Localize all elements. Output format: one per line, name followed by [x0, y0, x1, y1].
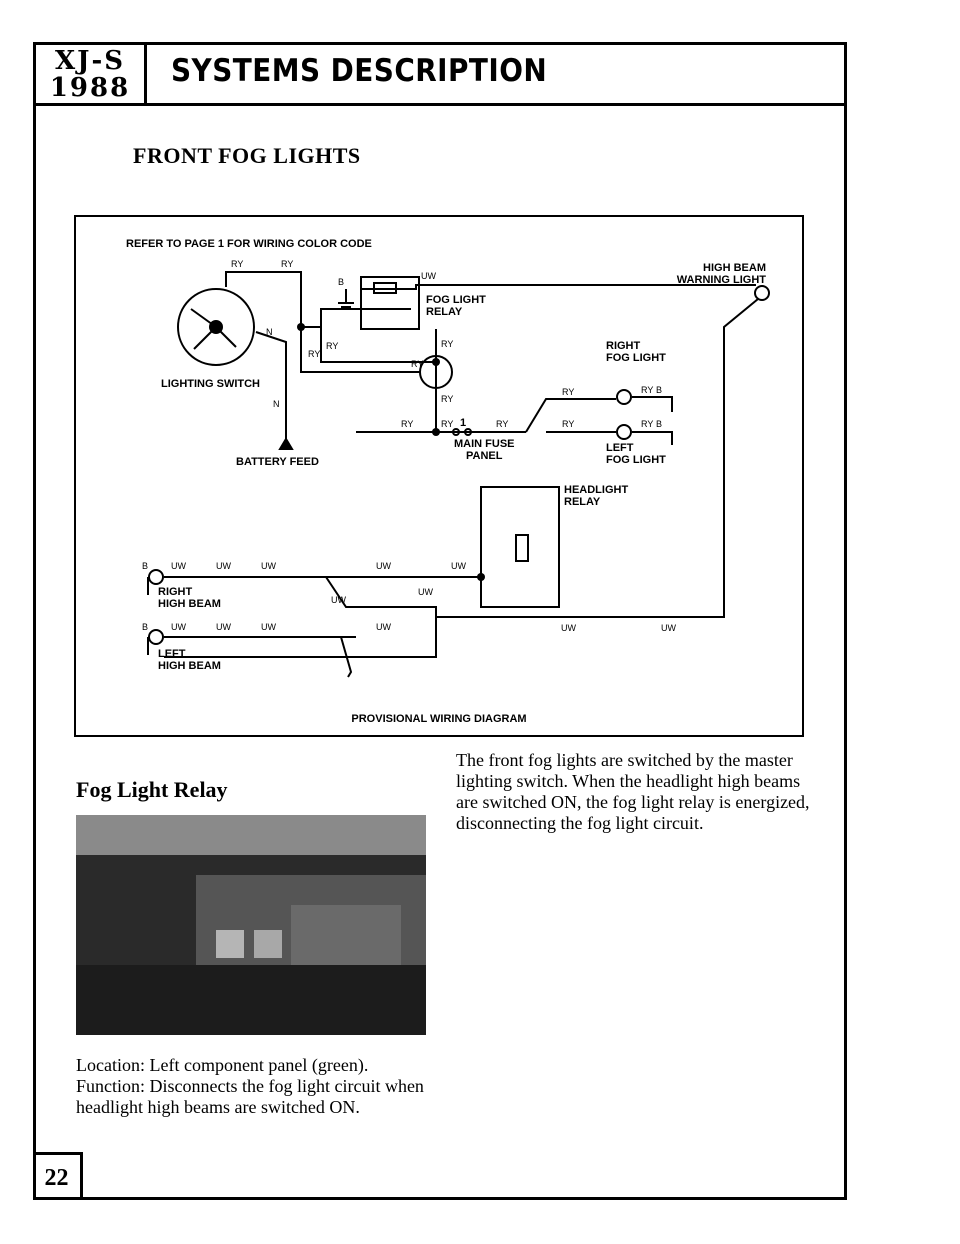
wire-code-uw-11: UW [171, 622, 186, 632]
high-beam-warning-label-1: HIGH BEAM [703, 262, 766, 274]
battery-feed-label: BATTERY FEED [236, 456, 319, 468]
fuse-number: 1 [460, 417, 466, 429]
section-title: FRONT FOG LIGHTS [133, 143, 361, 168]
wire-code-uw-3: UW [216, 561, 231, 571]
subheading: Fog Light Relay [76, 777, 228, 802]
model-badge: XJ-S 1988 [36, 45, 147, 103]
wire-code-uw-8: UW [418, 587, 433, 597]
wiring-diagram-svg: REFER TO PAGE 1 FOR WIRING COLOR CODE HI… [126, 238, 770, 725]
wiring-diagram: REFER TO PAGE 1 FOR WIRING COLOR CODE HI… [74, 215, 804, 737]
wire-code-uw-4: UW [261, 561, 276, 571]
right-fog-bulb-icon [616, 389, 632, 405]
right-high-beam-bulb-icon [148, 569, 164, 585]
wire-code-ry-6: RY [411, 359, 423, 369]
wire-code-uw-9: UW [561, 623, 576, 633]
wire-code-uw-1: UW [421, 271, 436, 281]
main-fuse-label-2: PANEL [466, 450, 503, 462]
wire-code-ry-4: RY [308, 349, 320, 359]
wire-code-b-1: B [338, 277, 344, 287]
page-header: XJ-S 1988 SYSTEMS DESCRIPTION [36, 45, 844, 106]
wire-code-uw-6: UW [451, 561, 466, 571]
wire-code-uw-10: UW [661, 623, 676, 633]
model-year: 1988 [49, 73, 131, 103]
wire-code-ry-8: RY [401, 419, 413, 429]
left-fog-label-2: FOG LIGHT [606, 454, 666, 466]
lighting-switch-icon [177, 288, 255, 366]
page-title: SYSTEMS DESCRIPTION [171, 53, 548, 89]
main-fuse-label-1: MAIN FUSE [454, 438, 515, 450]
wire-code-uw-13: UW [261, 622, 276, 632]
wire-code-ry-10: RY [496, 419, 508, 429]
wire-code-b-2: B [656, 385, 662, 395]
wire-code-ry-1: RY [231, 259, 243, 269]
wire-code-ry-9: RY [441, 419, 453, 429]
left-fog-label-1: LEFT [606, 442, 634, 454]
page-frame: XJ-S 1988 SYSTEMS DESCRIPTION FRONT FOG … [33, 42, 847, 1200]
headlight-relay-label-1: HEADLIGHT [564, 484, 628, 496]
wire-code-uw-2: UW [171, 561, 186, 571]
warning-light-icon [754, 285, 770, 301]
body-paragraph: The front fog lights are switched by the… [456, 750, 810, 833]
wire-code-ry-7: RY [441, 394, 453, 404]
right-high-beam-label-2: HIGH BEAM [158, 598, 221, 610]
high-beam-warning-label-2: WARNING LIGHT [677, 274, 766, 286]
left-high-beam-label-2: HIGH BEAM [158, 660, 221, 672]
page-number: 22 [33, 1152, 83, 1200]
wire-code-uw-5: UW [376, 561, 391, 571]
wire-code-ry-5: RY [441, 339, 453, 349]
model-name: XJ-S [54, 46, 126, 76]
wire-code-uw-14: UW [376, 622, 391, 632]
wire-code-b-5: B [142, 622, 148, 632]
wire-code-ry-11: RY [562, 387, 574, 397]
diagram-caption: PROVISIONAL WIRING DIAGRAM [351, 713, 526, 725]
wire-code-ry-2: RY [281, 259, 293, 269]
wire-code-uw-12: UW [216, 622, 231, 632]
right-fog-label-2: FOG LIGHT [606, 352, 666, 364]
wire-code-ry-14: RY [641, 419, 653, 429]
wire-code-uw-7: UW [331, 595, 346, 605]
relay-location-photo [76, 815, 426, 1035]
fog-relay-label-1: FOG LIGHT [426, 294, 486, 306]
wire-code-b-4: B [142, 561, 148, 571]
wire-code-n-1: N [266, 327, 273, 337]
right-high-beam-label-1: RIGHT [158, 586, 193, 598]
lighting-switch-label: LIGHTING SWITCH [161, 378, 260, 390]
wire-code-ry-3: RY [326, 341, 338, 351]
fog-relay-label-2: RELAY [426, 306, 463, 318]
headlight-relay-label-2: RELAY [564, 496, 601, 508]
left-high-beam-bulb-icon [148, 629, 164, 645]
wire-code-n-2: N [273, 399, 280, 409]
wire-code-ry-12: RY [641, 385, 653, 395]
refer-note: REFER TO PAGE 1 FOR WIRING COLOR CODE [126, 238, 372, 250]
right-fog-label-1: RIGHT [606, 340, 641, 352]
left-fog-bulb-icon [616, 424, 632, 440]
left-high-beam-label-1: LEFT [158, 648, 186, 660]
wire-code-b-3: B [656, 419, 662, 429]
photo-caption: Location: Left component panel (green). … [76, 1055, 424, 1117]
wire-code-ry-13: RY [562, 419, 574, 429]
